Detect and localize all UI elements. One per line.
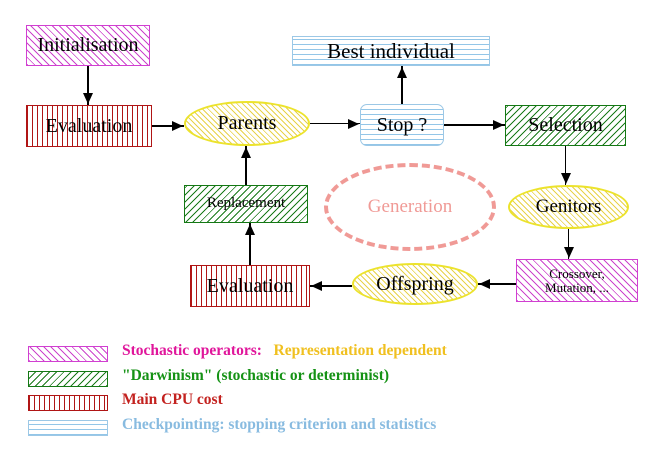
arrowhead-icon (245, 224, 255, 235)
generation-label: Generation (367, 196, 453, 217)
arrowhead-icon (311, 281, 322, 291)
arrowhead-icon (172, 121, 183, 131)
node-label-evaluation_top: Evaluation (45, 114, 133, 137)
edge-line (87, 66, 89, 105)
legend-swatch-stochastic-operators (28, 346, 108, 362)
arrowhead-icon (563, 247, 574, 258)
arrowhead-icon (397, 67, 407, 78)
legend-label-primary: Main CPU cost (122, 391, 223, 408)
arrowhead-icon (560, 173, 571, 184)
edge-line (245, 146, 247, 185)
node-best_individual: Best individual (292, 36, 490, 66)
edge-line (310, 285, 352, 287)
node-offspring: Offspring (352, 263, 478, 305)
node-genitors: Genitors (508, 185, 629, 229)
legend-label-secondary: Representation dependent (261, 342, 447, 359)
legend: Stochastic operators: Representation dep… (0, 342, 662, 454)
edge-line (478, 283, 516, 285)
arrowhead-icon (83, 93, 93, 104)
node-label-evaluation_bot: Evaluation (206, 274, 294, 297)
node-crossover: Crossover, Mutation, ... (516, 259, 638, 302)
legend-swatch-checkpointing (28, 420, 108, 436)
legend-label-checkpointing: Checkpointing: stopping criterion and st… (122, 416, 436, 434)
legend-row-stochastic-operators: Stochastic operators: Representation dep… (28, 342, 648, 366)
node-label-genitors: Genitors (535, 196, 602, 218)
legend-label-primary: "Darwinism" (stochastic or determinist) (122, 367, 390, 384)
arrowhead-icon (479, 279, 490, 289)
edge-line (249, 223, 251, 265)
arrowhead-icon (348, 118, 359, 129)
legend-label-stochastic-operators: Stochastic operators: Representation dep… (122, 342, 447, 360)
node-label-selection: Selection (528, 114, 603, 136)
legend-label-primary: Checkpointing: stopping criterion and st… (122, 416, 437, 433)
legend-label-main-cpu-cost: Main CPU cost (122, 391, 223, 409)
arrowhead-icon (241, 147, 251, 158)
node-parents: Parents (184, 101, 310, 146)
node-label-offspring: Offspring (376, 272, 454, 295)
edge-line (152, 125, 184, 127)
node-label-parents: Parents (217, 112, 277, 134)
node-stop: Stop ? (360, 104, 444, 146)
generation-boundary-marker: Generation (324, 163, 496, 251)
node-label-replacement: Replacement (206, 195, 286, 212)
edge-line (564, 146, 567, 185)
node-selection: Selection (505, 105, 626, 146)
edge-line (444, 124, 505, 126)
edge-line (401, 66, 403, 104)
node-evaluation_bot: Evaluation (190, 265, 310, 307)
node-initialisation: Initialisation (26, 25, 150, 66)
node-evaluation_top: Evaluation (26, 105, 152, 147)
node-label-best_individual: Best individual (327, 38, 455, 63)
arrowhead-icon (493, 120, 504, 130)
legend-row-darwinism: "Darwinism" (stochastic or determinist) (28, 367, 648, 391)
edge-line (567, 229, 570, 259)
edge-line (310, 122, 360, 125)
node-label-initialisation: Initialisation (37, 34, 139, 56)
legend-label-darwinism: "Darwinism" (stochastic or determinist) (122, 367, 389, 385)
legend-swatch-darwinism (28, 371, 108, 387)
node-label-stop: Stop ? (376, 113, 428, 136)
legend-row-main-cpu-cost: Main CPU cost (28, 391, 648, 415)
node-replacement: Replacement (184, 185, 308, 223)
legend-swatch-main-cpu-cost (28, 395, 108, 411)
node-label-crossover: Crossover, Mutation, ... (545, 265, 609, 295)
legend-label-primary: Stochastic operators: (122, 342, 262, 359)
legend-row-checkpointing: Checkpointing: stopping criterion and st… (28, 416, 648, 440)
